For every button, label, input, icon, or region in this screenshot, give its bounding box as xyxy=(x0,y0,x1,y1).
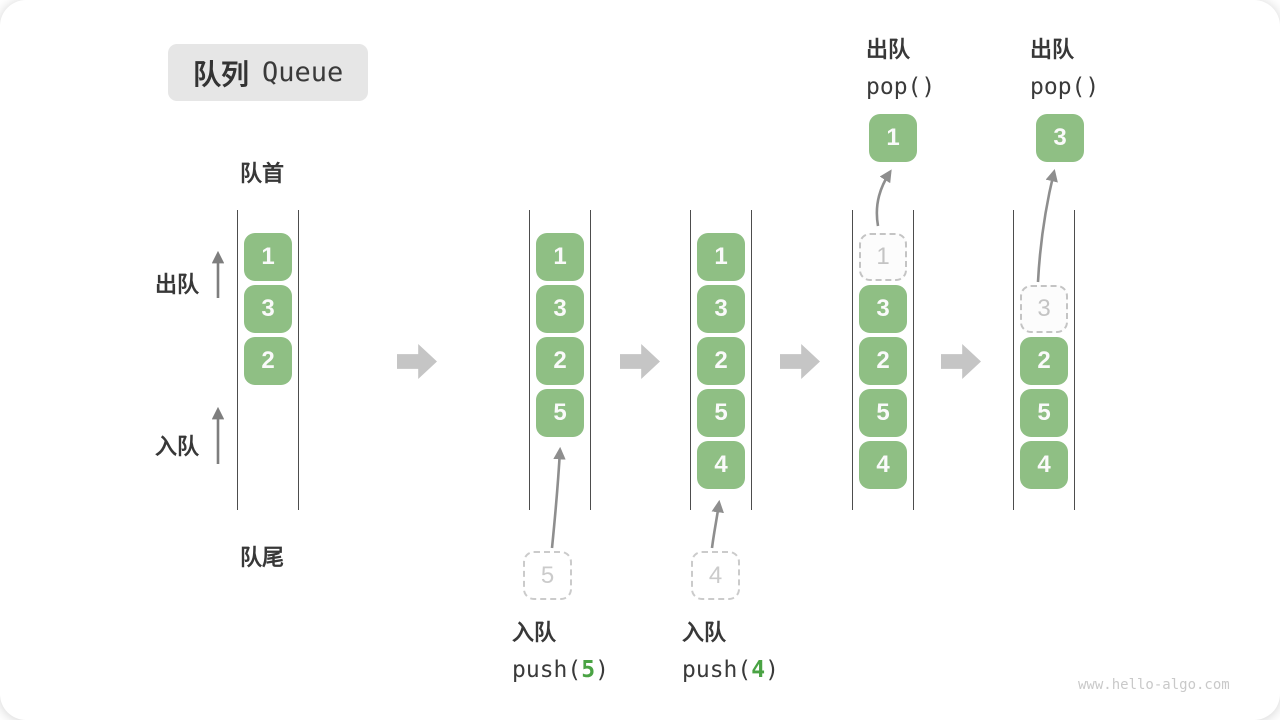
queue-state-4: 1 3 2 5 4 xyxy=(852,210,914,510)
code-close: ) xyxy=(595,657,609,683)
pending-item: 5 xyxy=(523,551,572,600)
queue-item: 5 xyxy=(859,389,907,437)
next-step-arrow-icon xyxy=(397,344,437,379)
op-enqueue-push5: 入队 push(5) xyxy=(512,615,609,683)
title-zh: 队列 xyxy=(193,58,250,90)
queue-item: 2 xyxy=(1020,337,1068,385)
queue-item: 3 xyxy=(697,285,745,333)
popped-item: 1 xyxy=(869,114,917,162)
next-step-arrow-icon xyxy=(620,344,660,379)
code-arg: 5 xyxy=(581,657,596,683)
op-code: push(4) xyxy=(682,657,779,683)
queue-item: 3 xyxy=(859,285,907,333)
op-dequeue-1: 出队 pop() xyxy=(866,32,935,100)
next-step-arrow-icon xyxy=(780,344,820,379)
code-open: push( xyxy=(682,657,752,683)
queue-item: 5 xyxy=(1020,389,1068,437)
queue-item: 5 xyxy=(536,389,584,437)
op-code: pop() xyxy=(1030,74,1100,100)
queue-item: 4 xyxy=(859,441,907,489)
queue-item-ghost: 1 xyxy=(859,233,907,281)
label-queue-front: 队首 xyxy=(239,161,284,186)
queue-item: 4 xyxy=(1020,441,1068,489)
title-en: Queue xyxy=(262,57,344,88)
queue-item: 2 xyxy=(244,337,292,385)
op-label: 出队 xyxy=(866,37,911,62)
popped-item: 3 xyxy=(1036,114,1084,162)
queue-item: 5 xyxy=(697,389,745,437)
next-step-arrow-icon xyxy=(941,344,981,379)
queue-item: 2 xyxy=(536,337,584,385)
queue-item: 4 xyxy=(697,441,745,489)
op-label: 入队 xyxy=(682,620,727,645)
queue-item: 1 xyxy=(697,233,745,281)
queue-state-5: 3 2 5 4 xyxy=(1013,210,1075,510)
queue-state-1: 1 3 2 xyxy=(237,210,299,510)
queue-state-2: 1 3 2 5 xyxy=(529,210,591,510)
op-dequeue-2: 出队 pop() xyxy=(1030,32,1099,100)
watermark: www.hello-algo.com xyxy=(1078,677,1230,693)
queue-item-ghost: 3 xyxy=(1020,285,1068,333)
op-label: 入队 xyxy=(512,620,557,645)
title-box: 队列 Queue xyxy=(168,44,369,101)
queue-state-3: 1 3 2 5 4 xyxy=(690,210,752,510)
label-queue-rear: 队尾 xyxy=(239,545,284,570)
queue-item: 2 xyxy=(859,337,907,385)
label-dequeue-side: 出队 xyxy=(155,272,200,297)
queue-item: 2 xyxy=(697,337,745,385)
pending-item: 4 xyxy=(691,551,740,600)
code-open: push( xyxy=(512,657,582,683)
op-code: push(5) xyxy=(512,657,609,683)
op-label: 出队 xyxy=(1030,37,1075,62)
queue-item: 3 xyxy=(244,285,292,333)
queue-item: 1 xyxy=(536,233,584,281)
op-enqueue-push4: 入队 push(4) xyxy=(682,615,779,683)
queue-item: 3 xyxy=(536,285,584,333)
code-close: ) xyxy=(765,657,779,683)
queue-item: 1 xyxy=(244,233,292,281)
label-enqueue-side: 入队 xyxy=(155,434,200,459)
code-arg: 4 xyxy=(751,657,766,683)
op-code: pop() xyxy=(866,74,936,100)
